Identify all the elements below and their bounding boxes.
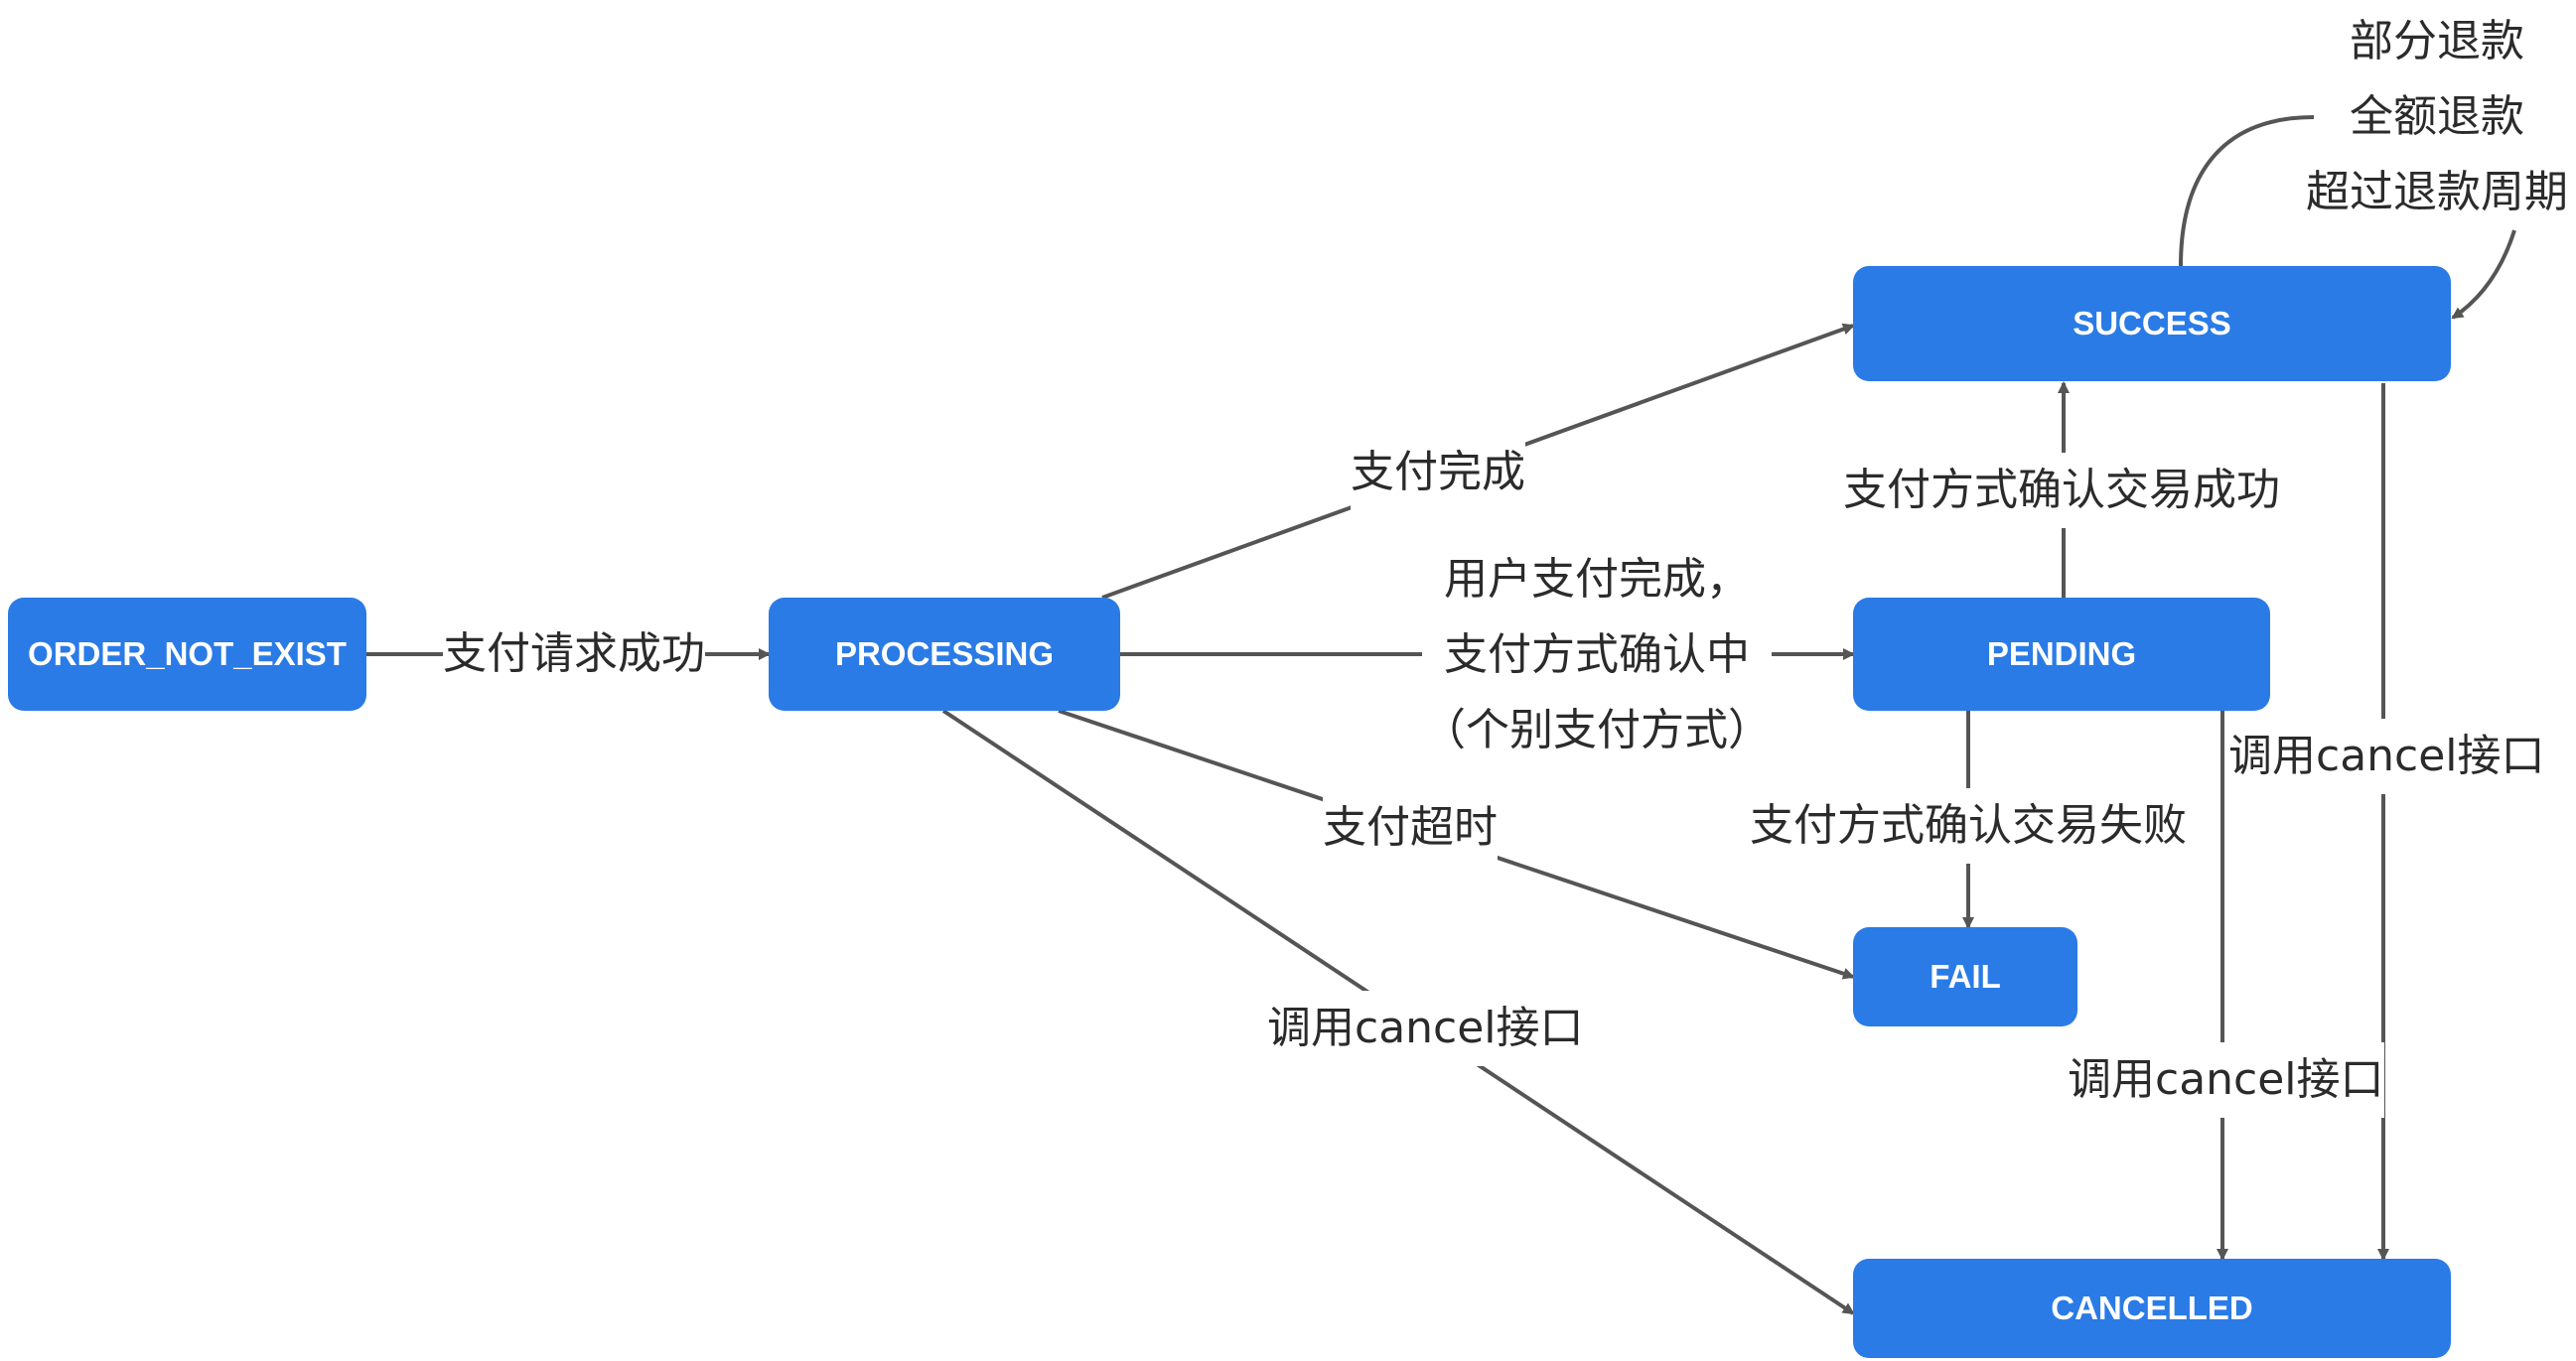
label-user-paid-line3: （个别支付方式）: [1422, 705, 1772, 755]
label-user-paid-line2: 支付方式确认中: [1444, 629, 1750, 680]
node-success: SUCCESS: [1853, 266, 2451, 381]
label-cancel-from-success: 调用cancel接口: [2228, 719, 2545, 794]
node-pending: PENDING: [1853, 598, 2270, 711]
label-success-self-loop: 部分退款 全额退款 超过退款周期: [2306, 4, 2568, 230]
label-user-paid-pending: 用户支付完成， 支付方式确认中 （个别支付方式）: [1422, 542, 1772, 768]
label-confirm-fail: 支付方式确认交易失败: [1750, 788, 2187, 864]
label-cancel-from-processing: 调用cancel接口: [1267, 991, 1584, 1066]
label-confirm-success: 支付方式确认交易成功: [1843, 453, 2280, 528]
node-cancelled: CANCELLED: [1853, 1259, 2451, 1358]
node-fail: FAIL: [1853, 927, 2077, 1026]
node-processing: PROCESSING: [769, 598, 1120, 711]
edge-success-self-loop-return: [2451, 229, 2516, 320]
edge-success-self-loop: [2179, 115, 2315, 267]
label-pay-timeout: 支付超时: [1323, 790, 1498, 866]
label-full-refund: 全额退款: [2350, 91, 2524, 142]
label-user-paid-line1: 用户支付完成，: [1444, 554, 1750, 605]
label-request-success: 支付请求成功: [443, 616, 705, 692]
label-pay-complete: 支付完成: [1351, 435, 1525, 510]
node-order-not-exist: ORDER_NOT_EXIST: [8, 598, 366, 711]
label-partial-refund: 部分退款: [2350, 16, 2524, 67]
label-refund-expired: 超过退款周期: [2306, 167, 2568, 217]
label-cancel-from-pending: 调用cancel接口: [2068, 1042, 2384, 1118]
